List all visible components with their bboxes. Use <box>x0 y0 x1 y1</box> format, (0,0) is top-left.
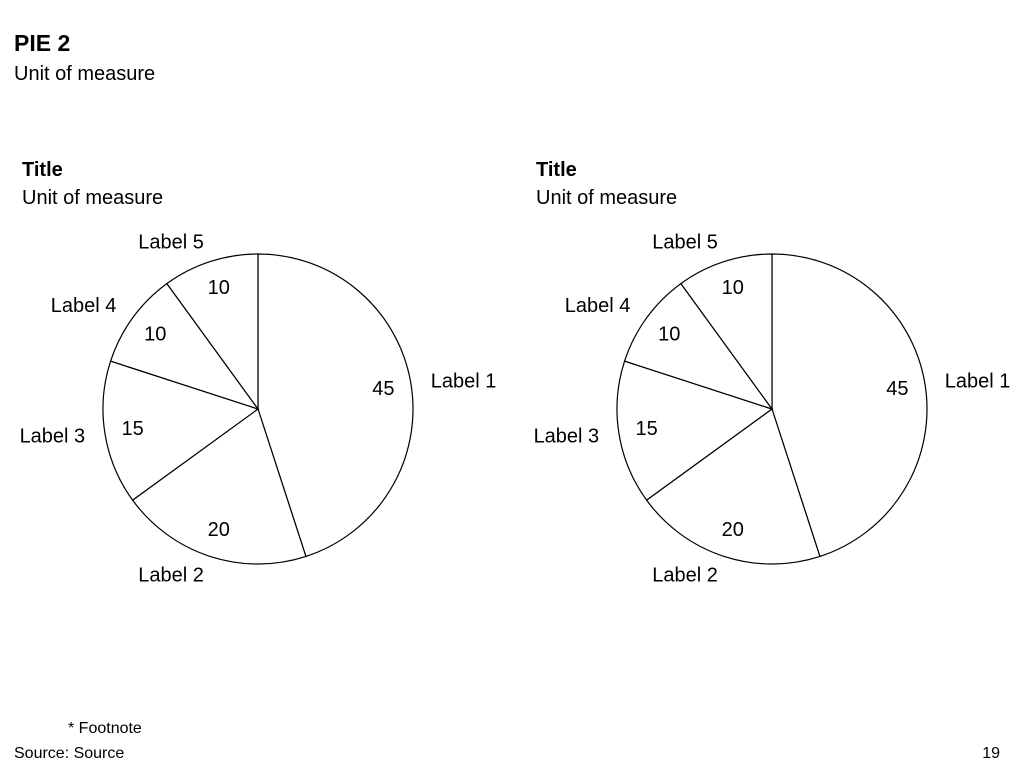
slice-value-label: 20 <box>722 519 744 541</box>
slice-category-label: Label 1 <box>945 371 1011 393</box>
pie-slice-1 <box>257 253 414 558</box>
pie-slice-2 <box>131 408 307 565</box>
slice-value-label: 45 <box>372 378 394 400</box>
slide-subtitle: Unit of measure <box>14 63 156 85</box>
slice-value-label: 45 <box>886 378 908 400</box>
chart-unit: Unit of measure <box>22 187 164 209</box>
source-note: Source: Source <box>14 745 125 762</box>
pie-slice-3 <box>102 360 260 501</box>
slice-category-label: Label 1 <box>431 371 497 393</box>
pie-slice-4 <box>109 282 260 411</box>
pie-slice-3 <box>616 360 774 501</box>
pie-slice-1 <box>771 253 928 558</box>
slice-value-label: 10 <box>658 323 680 345</box>
slice-category-label: Label 2 <box>138 564 204 586</box>
slice-category-label: Label 2 <box>652 564 718 586</box>
slice-category-label: Label 3 <box>534 425 600 447</box>
pie-slice-4 <box>623 282 774 411</box>
slice-value-label: 10 <box>722 277 744 299</box>
slice-category-label: Label 5 <box>652 232 718 254</box>
slice-value-label: 10 <box>144 323 166 345</box>
page-number: 19 <box>982 745 1000 762</box>
pie-slice-5 <box>680 253 773 411</box>
pie-slice-2 <box>645 408 821 565</box>
slice-category-label: Label 4 <box>51 295 117 317</box>
slide-title: PIE 2 <box>14 30 71 56</box>
slice-value-label: 20 <box>208 519 230 541</box>
slice-category-label: Label 3 <box>20 425 86 447</box>
pie-slice-5 <box>166 253 259 411</box>
slice-category-label: Label 4 <box>565 295 631 317</box>
slice-value-label: 15 <box>121 418 143 440</box>
chart-unit: Unit of measure <box>536 187 678 209</box>
slice-value-label: 10 <box>208 277 230 299</box>
slice-value-label: 15 <box>635 418 657 440</box>
chart-title: Title <box>22 159 63 181</box>
slice-category-label: Label 5 <box>138 232 204 254</box>
footnote: * Footnote <box>68 720 142 737</box>
chart-title: Title <box>536 159 577 181</box>
